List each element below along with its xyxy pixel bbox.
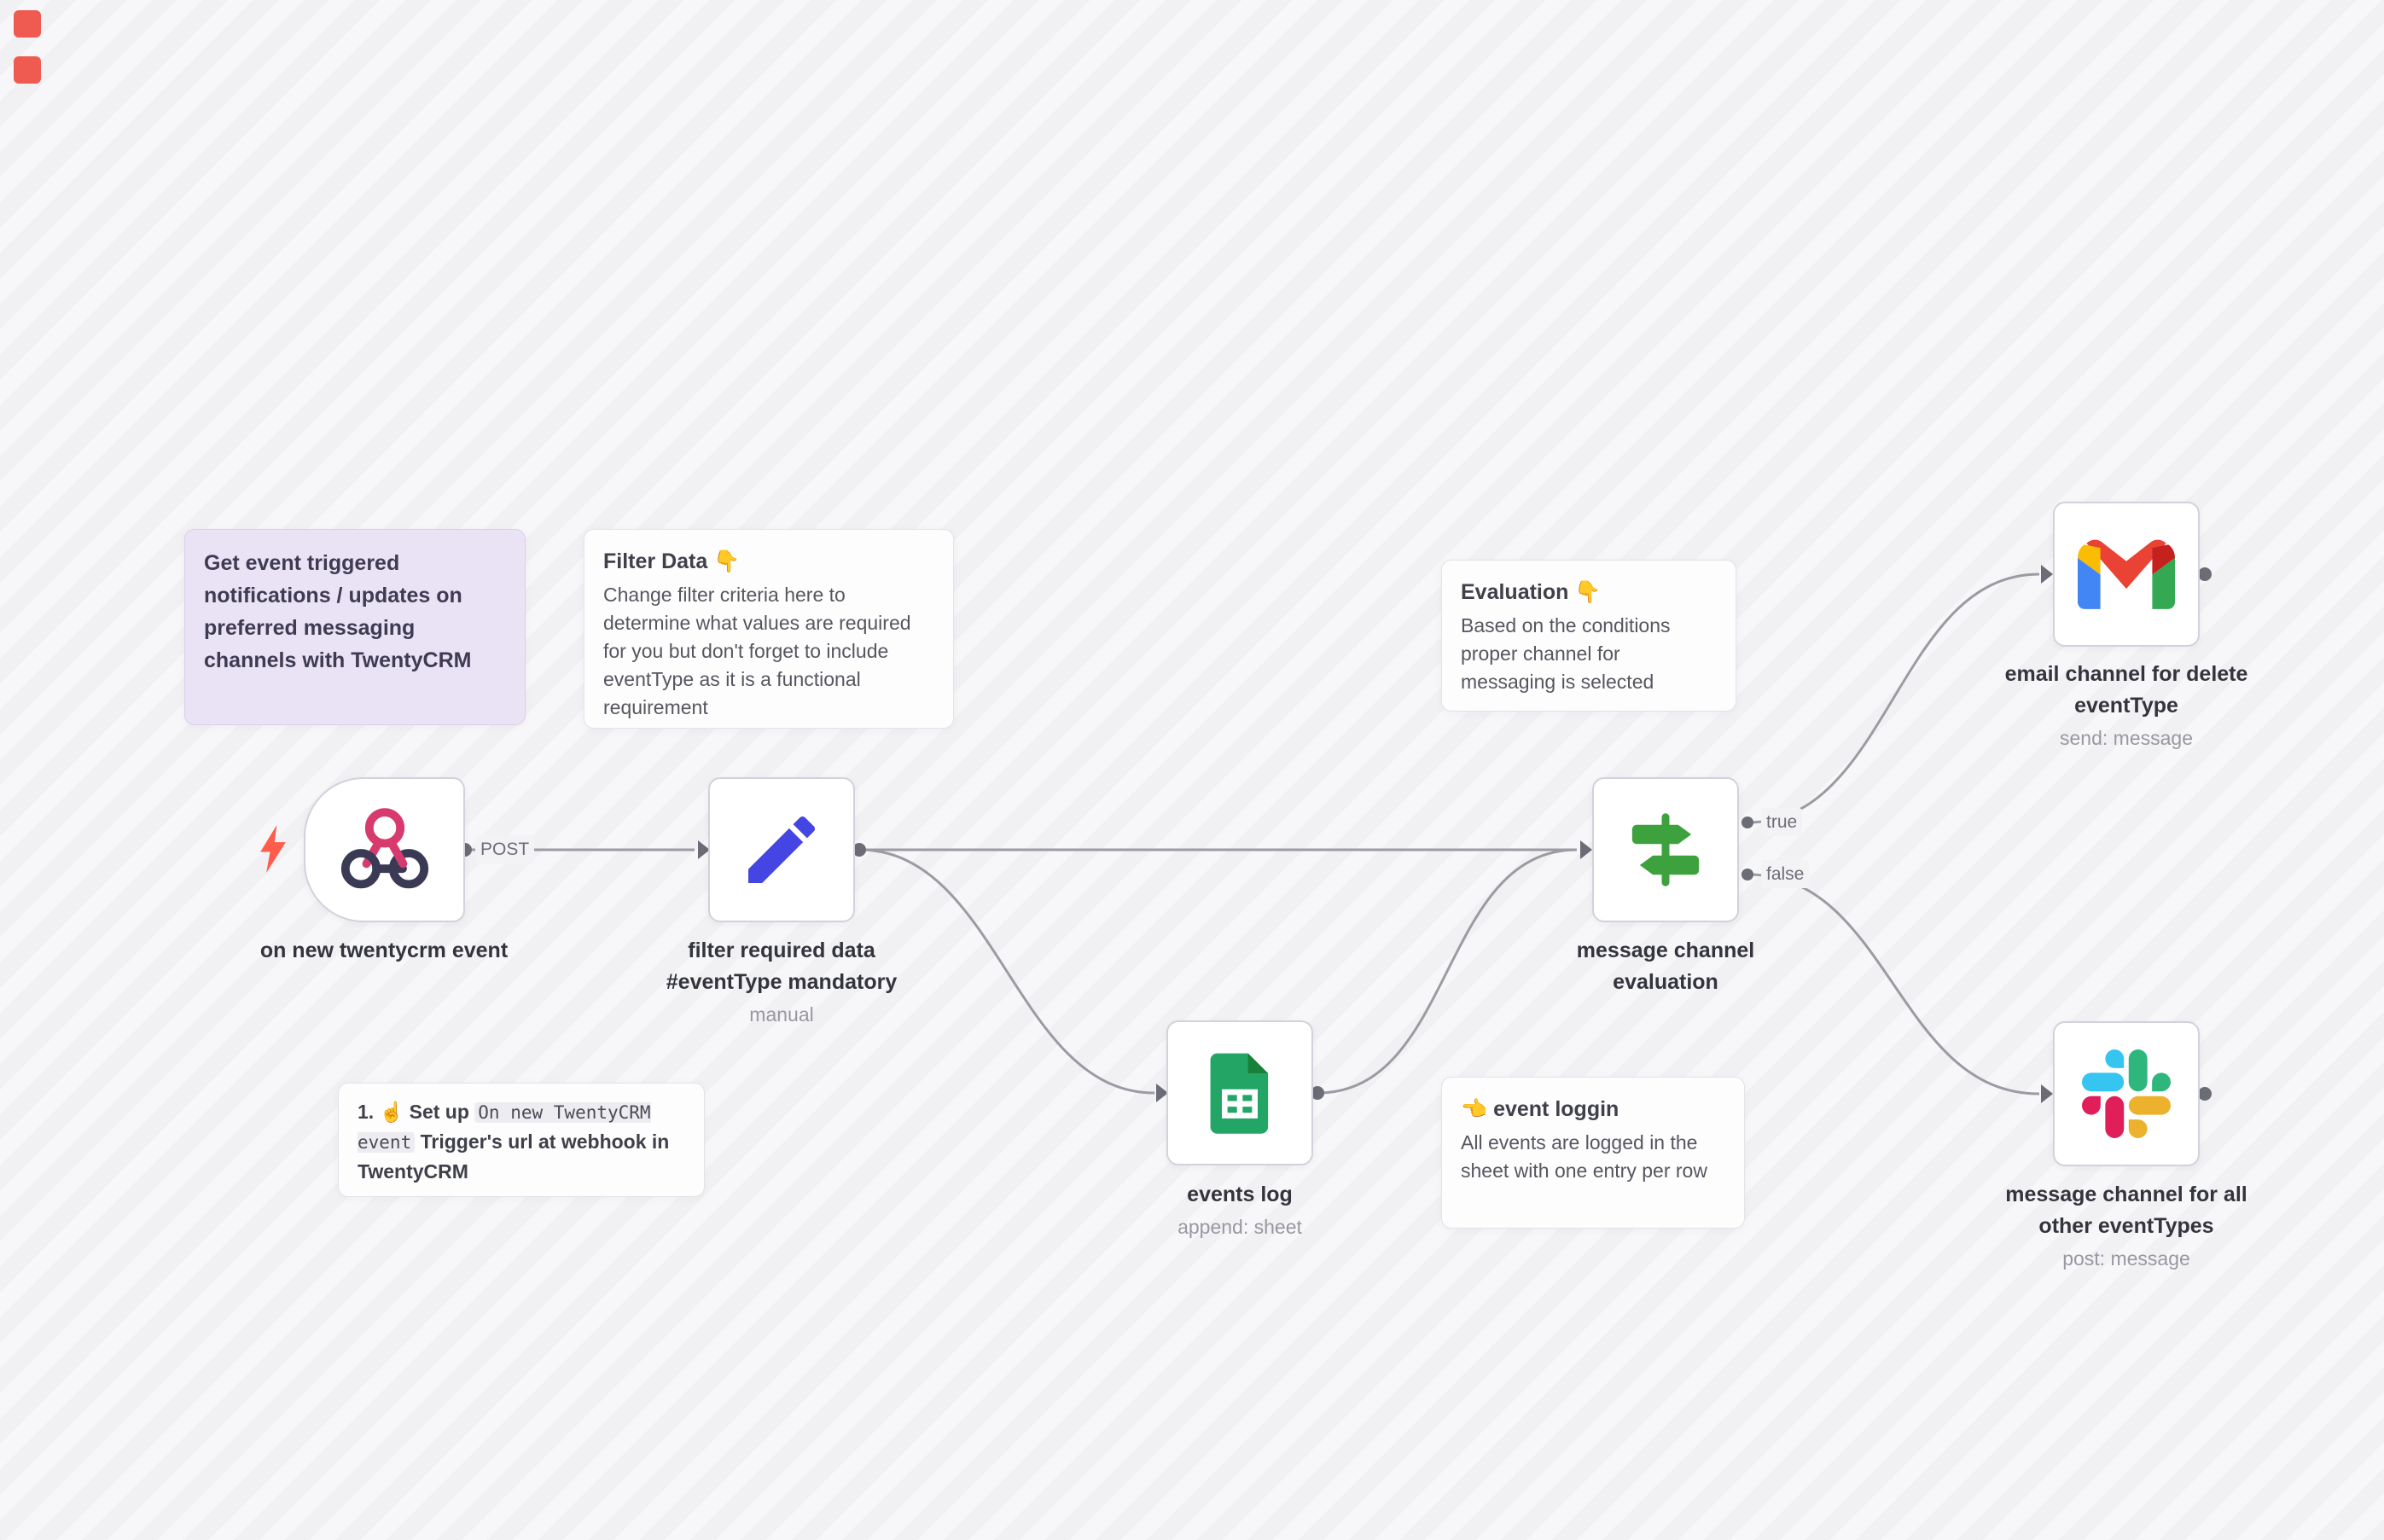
google-sheets-icon [1195, 1048, 1285, 1138]
edge-switch-false-to-slack[interactable] [1747, 873, 2040, 1095]
node-title: message channel evaluation [1576, 939, 1755, 994]
node-subtitle: append: sheet [1177, 1216, 1302, 1238]
output-port-switch-false[interactable] [1741, 869, 1753, 880]
node-label-events-log: events log append: sheet [1112, 1179, 1368, 1240]
node-label-webhook: on new twentycrm event [213, 935, 555, 967]
port-label-post: POST [475, 835, 535, 863]
input-port-switch[interactable] [1580, 840, 1592, 859]
sticky-note-setup[interactable]: 1. ☝️ Set up On new TwentyCRM event Trig… [338, 1083, 705, 1197]
node-title: events log [1187, 1183, 1293, 1206]
node-label-gmail: email channel for delete eventType send:… [1986, 659, 2267, 751]
gmail-icon [2078, 538, 2175, 611]
node-subtitle: manual [749, 1003, 814, 1026]
sticky-note-event-logging[interactable]: 👈 event loggin All events are logged in … [1441, 1077, 1745, 1229]
input-port-events-log[interactable] [1156, 1084, 1168, 1102]
sticky-note-evaluation[interactable]: Evaluation 👇 Based on the conditions pro… [1441, 560, 1736, 712]
output-port-switch-true[interactable] [1741, 816, 1753, 828]
canvas-marker [14, 10, 41, 38]
sticky-title: 👈 event loggin [1461, 1097, 1619, 1121]
canvas-marker [14, 56, 41, 84]
sticky-title: Evaluation 👇 [1461, 580, 1602, 604]
sticky-note-filter-data[interactable]: Filter Data 👇 Change filter criteria her… [584, 529, 954, 729]
port-label-true: true [1761, 808, 1803, 836]
node-subtitle: post: message [2062, 1247, 2190, 1270]
input-port-gmail[interactable] [2041, 565, 2053, 584]
output-port-filter[interactable] [852, 843, 866, 857]
node-title: message channel for all other eventTypes [2005, 1183, 2247, 1238]
switch-signpost-icon [1619, 804, 1712, 896]
node-label-slack: message channel for all other eventTypes… [1986, 1179, 2267, 1271]
node-title: on new twentycrm event [259, 939, 509, 962]
node-subtitle: send: message [2060, 727, 2193, 749]
node-label-filter: filter required data #eventType mandator… [645, 935, 918, 1027]
sticky-note-overview[interactable]: Get event triggered notifications / upda… [184, 529, 526, 725]
node-gmail[interactable] [2053, 502, 2200, 647]
node-label-switch: message channel evaluation [1555, 935, 1776, 998]
sticky-body: Change filter criteria here to determine… [603, 584, 911, 718]
node-events-log[interactable] [1166, 1020, 1313, 1165]
output-port-gmail[interactable] [2198, 567, 2212, 581]
node-title: email channel for delete eventType [2004, 662, 2248, 718]
node-slack[interactable] [2053, 1021, 2200, 1166]
sticky-title: Filter Data 👇 [603, 549, 741, 573]
node-webhook-trigger[interactable] [304, 777, 465, 922]
sticky-body: Based on the conditions proper channel f… [1461, 614, 1671, 693]
output-port-events-log[interactable] [1311, 1086, 1324, 1100]
node-filter-required-data[interactable] [708, 777, 855, 922]
port-label-false: false [1761, 860, 1810, 888]
output-port-slack[interactable] [2198, 1087, 2212, 1101]
edge-events-log-to-switch[interactable] [1317, 848, 1578, 1095]
trigger-bolt-icon [258, 825, 288, 877]
sticky-text: Get event triggered notifications / upda… [204, 551, 472, 672]
edit-pencil-icon [737, 805, 826, 894]
edge-filter-to-events-log[interactable] [858, 848, 1155, 1095]
node-message-channel-evaluation[interactable] [1592, 777, 1739, 922]
node-title: filter required data #eventType mandator… [666, 939, 898, 994]
input-port-slack[interactable] [2041, 1084, 2053, 1103]
slack-icon [2082, 1049, 2171, 1138]
sticky-body: 1. ☝️ Set up On new TwentyCRM event Trig… [358, 1101, 670, 1183]
input-port-filter[interactable] [698, 840, 710, 859]
sticky-body: All events are logged in the sheet with … [1461, 1131, 1707, 1182]
webhook-icon [337, 802, 433, 898]
